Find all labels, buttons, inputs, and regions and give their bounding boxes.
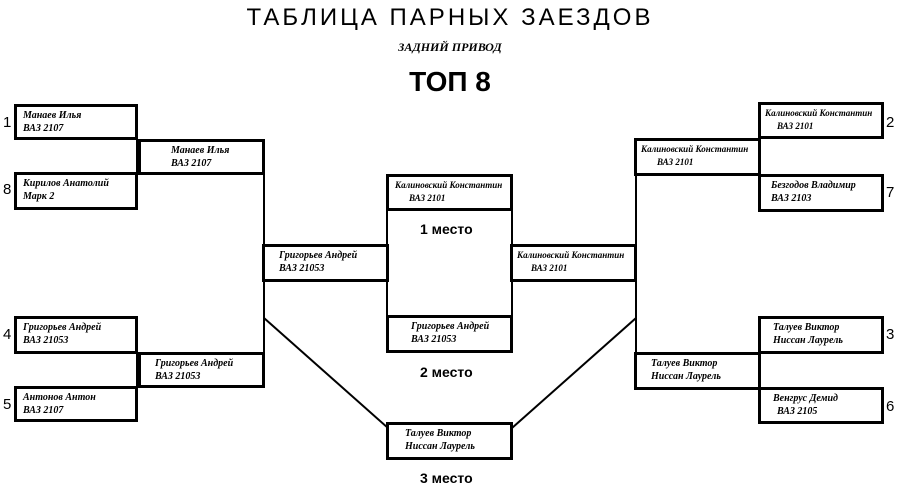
driver-name: Манаев Илья [23,110,82,121]
left-round2-slot-2: Григорьев Андрей ВАЗ 21053 [138,352,265,388]
driver-car: ВАЗ 2101 [777,121,814,131]
driver-car: Ниссан Лаурель [405,441,475,452]
driver-name: Григорьев Андрей [23,322,102,333]
driver-car: ВАЗ 21053 [279,263,325,274]
seed-number: 4 [3,326,12,343]
driver-car: ВАЗ 2107 [171,158,212,169]
driver-car: ВАЗ 2107 [23,405,64,416]
driver-name: Григорьев Андрей [411,321,490,332]
first-place-label: 1 место [420,221,473,237]
driver-name: Григорьев Андрей [279,250,358,261]
right-round1-slot-2: Безгодов Владимир ВАЗ 2103 [758,174,884,212]
driver-car: ВАЗ 2101 [531,263,568,273]
driver-car: ВАЗ 2103 [771,193,812,204]
driver-name: Калиновский Константин [641,144,749,154]
driver-car: ВАЗ 21053 [411,334,457,345]
seed-number: 6 [886,398,895,415]
right-round2-slot-1: Калиновский Константин ВАЗ 2101 [634,138,761,176]
driver-name: Калиновский Константин [395,180,503,190]
driver-name: Антонов Антон [23,392,96,403]
driver-car: ВАЗ 21053 [23,335,69,346]
seed-number: 3 [886,326,895,343]
driver-name: Калиновский Константин [517,250,625,260]
second-place-slot: Григорьев Андрей ВАЗ 21053 [386,315,513,353]
driver-car: Ниссан Лаурель [773,335,843,346]
seed-number: 7 [886,184,895,201]
first-place-slot: Калиновский Константин ВАЗ 2101 [386,174,513,211]
left-round2-slot-1: Манаев Илья ВАЗ 2107 [138,139,265,175]
driver-car: ВАЗ 2101 [409,193,446,203]
second-place-label: 2 место [420,364,473,380]
driver-name: Калиновский Константин [765,108,873,118]
bracket-heading: ТОП 8 [409,66,491,97]
driver-car: ВАЗ 2101 [657,157,694,167]
seed-number: 8 [3,181,12,198]
seed-number: 1 [3,114,12,131]
driver-car: Марк 2 [23,191,55,202]
driver-car: ВАЗ 2105 [777,406,818,417]
left-semifinal-slot: Григорьев Андрей ВАЗ 21053 [262,244,389,282]
left-round1-slot-4: Антонов Антон ВАЗ 2107 [14,386,138,422]
right-round1-slot-1: Калиновский Константин ВАЗ 2101 [758,102,884,139]
third-place-label: 3 место [420,470,473,486]
driver-name: Талуев Виктор [651,358,718,369]
driver-name: Талуев Виктор [773,322,840,333]
left-round1-slot-3: Григорьев Андрей ВАЗ 21053 [14,316,138,354]
driver-name: Талуев Виктор [405,428,472,439]
seed-number: 5 [3,396,12,413]
left-round1-slot-1: Манаев Илья ВАЗ 2107 [14,104,138,140]
driver-name: Манаев Илья [171,145,230,156]
seed-number: 2 [886,114,895,131]
right-round2-slot-2: Талуев Виктор Ниссан Лаурель [634,352,761,390]
third-place-slot: Талуев Виктор Ниссан Лаурель [386,422,513,460]
driver-car: ВАЗ 2107 [23,123,64,134]
right-round1-slot-4: Венгрус Демид ВАЗ 2105 [758,387,884,424]
right-semifinal-slot: Калиновский Константин ВАЗ 2101 [510,244,637,282]
driver-name: Венгрус Демид [773,393,838,404]
page-subtitle: ЗАДНИЙ ПРИВОД [398,40,502,54]
driver-name: Безгодов Владимир [771,180,856,191]
driver-car: Ниссан Лаурель [651,371,721,382]
driver-car: ВАЗ 21053 [155,371,201,382]
driver-name: Григорьев Андрей [155,358,234,369]
page-title: ТАБЛИЦА ПАРНЫХ ЗАЕЗДОВ [246,4,654,31]
driver-name: Кирилов Анатолий [23,178,109,189]
left-round1-slot-2: Кирилов Анатолий Марк 2 [14,172,138,210]
right-round1-slot-3: Талуев Виктор Ниссан Лаурель [758,316,884,354]
